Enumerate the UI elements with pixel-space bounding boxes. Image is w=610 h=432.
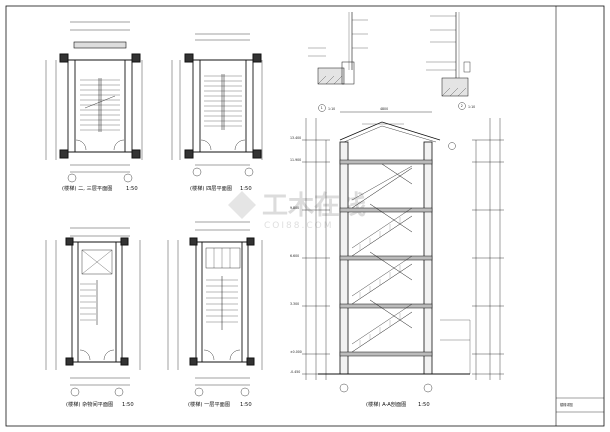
watermark: 工木在线 COI88.COM	[228, 191, 366, 231]
watermark-brand: 工木在线	[262, 191, 366, 221]
title-block-text: 楼梯详图	[560, 402, 573, 407]
section-marker-icon	[448, 142, 456, 150]
section-level-0: 13.400	[290, 136, 301, 140]
detail-1-marker: 1	[321, 106, 323, 110]
detail-2-marker: 2	[461, 104, 463, 108]
plan-1-caption: (楼梯) 一层平面图	[188, 400, 230, 408]
section-level-6: -0.450	[290, 370, 300, 374]
section-caption: (楼梯) A-A剖面图	[366, 400, 406, 408]
section-level-5: ±0.000	[290, 350, 302, 354]
plan-2-3	[45, 21, 143, 183]
plan-2-3-scale: 1:50	[126, 186, 138, 192]
plan-2-3-caption: (楼梯) 二, 三层平面图	[62, 184, 113, 192]
sheet-border	[5, 5, 605, 427]
plan-1	[167, 221, 263, 397]
detail-2-marker-icon	[458, 102, 466, 110]
plan-1-scale: 1:50	[240, 402, 252, 408]
plan-roof	[45, 227, 141, 397]
plan-4	[171, 33, 263, 177]
section-level-2: 9.800	[290, 206, 299, 210]
section-level-4: 3.300	[290, 302, 299, 306]
plan-4-scale: 1:50	[240, 186, 252, 192]
detail-1-scale: 1:10	[328, 107, 335, 111]
watermark-sub: COI88.COM	[264, 221, 333, 231]
detail-2-scale: 1:10	[468, 105, 475, 109]
section-level-3: 6.600	[290, 254, 299, 258]
section-level-1: 11.900	[290, 158, 301, 162]
plan-roof-scale: 1:50	[122, 402, 134, 408]
section-scale: 1:50	[418, 402, 430, 408]
plan-4-caption: (楼梯) 四层平面图	[190, 184, 232, 192]
detail-1-marker-icon	[318, 104, 326, 112]
detail-1	[308, 12, 368, 112]
watermark-logo-icon	[228, 191, 256, 219]
section-a-a	[302, 111, 504, 393]
section-top-dim: 4800	[380, 107, 388, 111]
plan-roof-caption: (楼梯) 杂物间平面图	[66, 400, 113, 408]
detail-2	[426, 12, 471, 110]
